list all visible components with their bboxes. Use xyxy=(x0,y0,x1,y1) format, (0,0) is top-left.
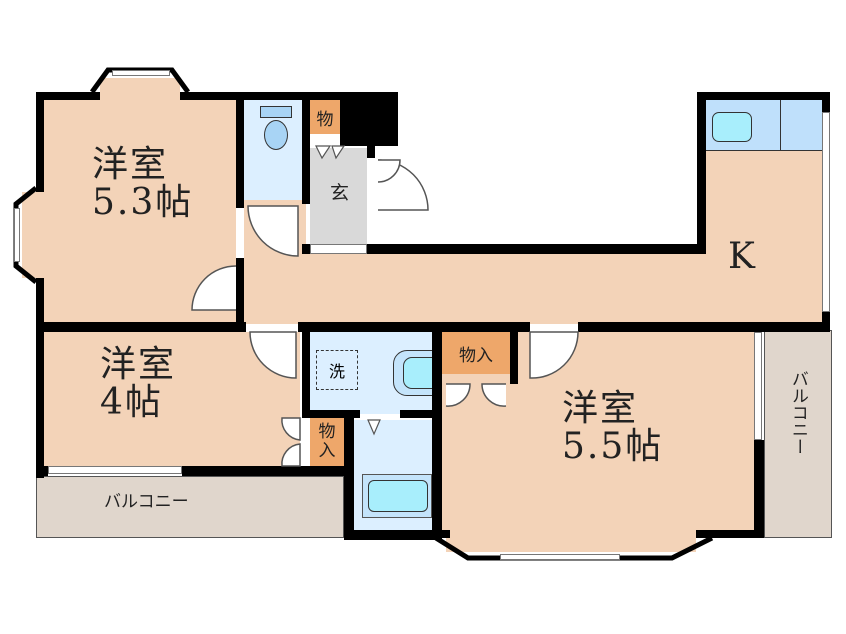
balcony-right-label: バルコニー xyxy=(787,370,808,455)
wall xyxy=(822,92,830,112)
wall xyxy=(510,322,518,384)
washer-icon: 洗 xyxy=(316,350,358,390)
wall xyxy=(697,92,830,100)
wall xyxy=(442,530,450,538)
sink-icon xyxy=(712,112,752,142)
wall xyxy=(36,92,44,192)
counter-divider xyxy=(780,100,781,150)
entrance-genkan xyxy=(310,148,367,244)
storage-top: 物 xyxy=(310,100,340,134)
kitchen-counter xyxy=(706,100,822,151)
room-2-size: 4帖 xyxy=(100,381,163,423)
room-1-name: 洋室 xyxy=(92,144,169,185)
kitchen-corridor xyxy=(244,254,822,324)
wall xyxy=(236,258,244,330)
window-room1-left xyxy=(14,208,20,262)
window-kitchen-right xyxy=(822,112,830,312)
entrance-label: 玄 xyxy=(330,182,350,204)
room-3-size: 5.5帖 xyxy=(562,425,664,467)
balcony-right xyxy=(764,330,832,538)
room-2-name: 洋室 xyxy=(100,344,177,385)
room-1-label: 洋室 5.3帖 xyxy=(92,146,193,222)
storage-vertical-label-bottom: 入 xyxy=(318,441,336,461)
wall xyxy=(302,322,310,414)
storage-vertical: 物 入 xyxy=(310,418,344,466)
window-room2-bottom xyxy=(48,466,182,474)
wall xyxy=(302,410,360,418)
wall xyxy=(302,92,310,204)
room-3-name: 洋室 xyxy=(562,388,639,429)
balcony-bottom-label: バルコニー xyxy=(104,492,189,512)
wall xyxy=(367,146,375,158)
bay-window-left xyxy=(22,192,46,278)
wall xyxy=(36,466,48,476)
window-room3-bottom xyxy=(500,554,620,560)
wall xyxy=(754,440,764,536)
toilet-tank-icon xyxy=(260,106,292,118)
wall xyxy=(298,322,530,332)
wall xyxy=(180,92,398,100)
wall xyxy=(340,92,398,146)
storage-closet: 物入 xyxy=(442,332,510,374)
room-2-label: 洋室 4帖 xyxy=(100,346,176,422)
door-frame-entrance xyxy=(310,244,367,254)
kitchen-label: K xyxy=(728,236,755,277)
storage-vertical-label-top: 物 xyxy=(318,422,336,443)
window-room1-top xyxy=(112,70,170,76)
wall xyxy=(696,530,764,538)
wall xyxy=(344,530,442,540)
wall xyxy=(36,322,246,332)
wall xyxy=(697,92,706,254)
wall xyxy=(367,244,697,254)
room-1-size: 5.3帖 xyxy=(92,181,194,223)
wall xyxy=(432,322,442,540)
wall xyxy=(36,92,100,100)
bay-window-bottom xyxy=(446,530,696,552)
wall xyxy=(400,410,442,418)
storage-closet-label: 物入 xyxy=(459,345,493,366)
bay-window-top xyxy=(100,78,180,102)
wall xyxy=(302,244,310,254)
room-3-label: 洋室 5.5帖 xyxy=(562,390,663,466)
bathtub-basin-icon xyxy=(368,480,428,512)
toilet-bowl-icon xyxy=(264,120,288,150)
wash-basin-bowl-icon xyxy=(403,357,433,389)
window-room3-right xyxy=(754,332,762,440)
wall xyxy=(182,466,352,476)
balcony-bottom xyxy=(36,476,344,538)
wall xyxy=(578,322,830,332)
kitchen-area xyxy=(706,150,822,260)
washer-label: 洗 xyxy=(328,362,345,381)
storage-top-label: 物 xyxy=(316,109,334,130)
wall xyxy=(36,278,44,478)
wall xyxy=(236,92,244,208)
